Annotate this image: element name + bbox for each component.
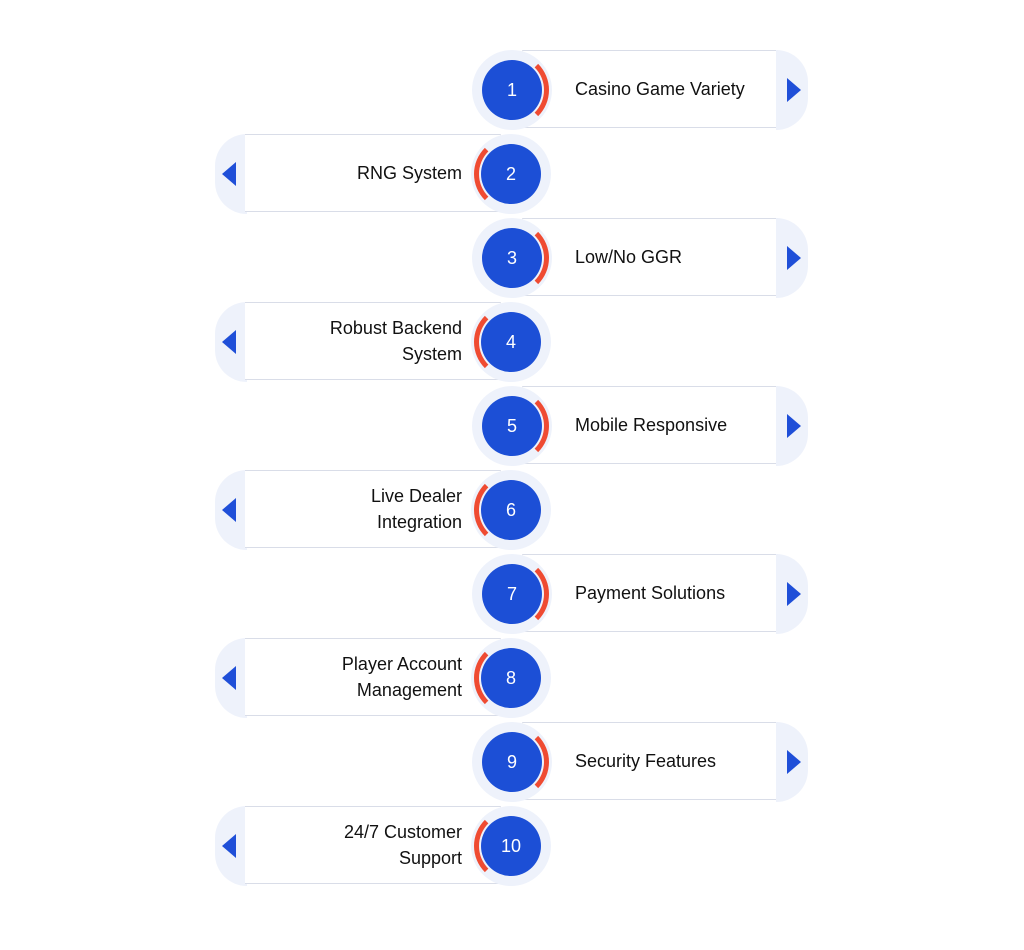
step-number-badge: 3 bbox=[482, 228, 542, 288]
step-badge-wrap: 9 bbox=[472, 722, 552, 802]
step-badge-wrap: 5 bbox=[472, 386, 552, 466]
step-number-badge: 8 bbox=[481, 648, 541, 708]
step-arrow-cap bbox=[776, 722, 808, 802]
step-number-badge: 5 bbox=[482, 396, 542, 456]
step-card: Casino Game Variety bbox=[522, 50, 778, 128]
arrow-right-icon bbox=[787, 246, 801, 270]
step-card: Payment Solutions bbox=[522, 554, 778, 632]
step-badge-wrap: 7 bbox=[472, 554, 552, 634]
step-badge-wrap: 6 bbox=[471, 470, 551, 550]
badge-arc bbox=[475, 557, 549, 631]
step-label: Mobile Responsive bbox=[575, 415, 728, 435]
badge-arc bbox=[475, 221, 549, 295]
step-badge-wrap: 2 bbox=[471, 134, 551, 214]
step-7: Payment Solutions 7 bbox=[472, 554, 808, 634]
step-card: Mobile Responsive bbox=[522, 386, 778, 464]
step-arrow-cap bbox=[215, 806, 247, 886]
badge-arc bbox=[474, 137, 548, 211]
step-5: Mobile Responsive 5 bbox=[472, 386, 808, 466]
step-number-badge: 4 bbox=[481, 312, 541, 372]
step-label: Payment Solutions bbox=[575, 583, 726, 603]
step-label: Security Features bbox=[575, 751, 717, 771]
step-number-badge: 6 bbox=[481, 480, 541, 540]
arrow-left-icon bbox=[222, 162, 236, 186]
arrow-left-icon bbox=[222, 666, 236, 690]
badge-arc bbox=[474, 641, 548, 715]
step-badge-wrap: 1 bbox=[472, 50, 552, 130]
badge-arc bbox=[474, 305, 548, 379]
step-label: RNG System bbox=[356, 163, 462, 183]
step-arrow-cap bbox=[776, 554, 808, 634]
step-card: 24/7 Customer Support bbox=[245, 806, 501, 884]
arrow-right-icon bbox=[787, 78, 801, 102]
step-arrow-cap bbox=[215, 134, 247, 214]
step-card: RNG System bbox=[245, 134, 501, 212]
step-card: Live Dealer Integration bbox=[245, 470, 501, 548]
step-card: Player Account Management bbox=[245, 638, 501, 716]
step-label: 24/7 Customer Support bbox=[343, 822, 462, 868]
arrow-right-icon bbox=[787, 582, 801, 606]
step-3: Low/No GGR 3 bbox=[472, 218, 808, 298]
step-badge-wrap: 10 bbox=[471, 806, 551, 886]
step-number-badge: 9 bbox=[482, 732, 542, 792]
step-arrow-cap bbox=[215, 302, 247, 382]
badge-arc bbox=[475, 389, 549, 463]
step-2: RNG System 2 bbox=[215, 134, 551, 214]
arrow-left-icon bbox=[222, 498, 236, 522]
step-badge-wrap: 8 bbox=[471, 638, 551, 718]
badge-arc bbox=[474, 809, 548, 883]
step-label: Robust Backend System bbox=[329, 318, 462, 364]
step-6: Live Dealer Integration 6 bbox=[215, 470, 551, 550]
step-number-badge: 1 bbox=[482, 60, 542, 120]
step-card: Low/No GGR bbox=[522, 218, 778, 296]
step-arrow-cap bbox=[215, 470, 247, 550]
step-8: Player Account Management 8 bbox=[215, 638, 551, 718]
step-label: Low/No GGR bbox=[575, 247, 683, 267]
step-label: Live Dealer Integration bbox=[370, 486, 462, 532]
step-label: Casino Game Variety bbox=[575, 79, 745, 99]
step-badge-wrap: 3 bbox=[472, 218, 552, 298]
step-card: Robust Backend System bbox=[245, 302, 501, 380]
step-badge-wrap: 4 bbox=[471, 302, 551, 382]
badge-arc bbox=[474, 473, 548, 547]
step-9: Security Features 9 bbox=[472, 722, 808, 802]
step-label: Player Account Management bbox=[341, 654, 462, 700]
step-4: Robust Backend System 4 bbox=[215, 302, 551, 382]
step-number-badge: 2 bbox=[481, 144, 541, 204]
step-number-badge: 10 bbox=[481, 816, 541, 876]
step-number-badge: 7 bbox=[482, 564, 542, 624]
step-10: 24/7 Customer Support 10 bbox=[215, 806, 551, 886]
step-1: Casino Game Variety 1 bbox=[472, 50, 808, 130]
step-arrow-cap bbox=[776, 50, 808, 130]
step-arrow-cap bbox=[776, 386, 808, 466]
arrow-right-icon bbox=[787, 414, 801, 438]
badge-arc bbox=[475, 53, 549, 127]
arrow-left-icon bbox=[222, 834, 236, 858]
step-card: Security Features bbox=[522, 722, 778, 800]
step-arrow-cap bbox=[215, 638, 247, 718]
step-arrow-cap bbox=[776, 218, 808, 298]
arrow-right-icon bbox=[787, 750, 801, 774]
arrow-left-icon bbox=[222, 330, 236, 354]
badge-arc bbox=[475, 725, 549, 799]
